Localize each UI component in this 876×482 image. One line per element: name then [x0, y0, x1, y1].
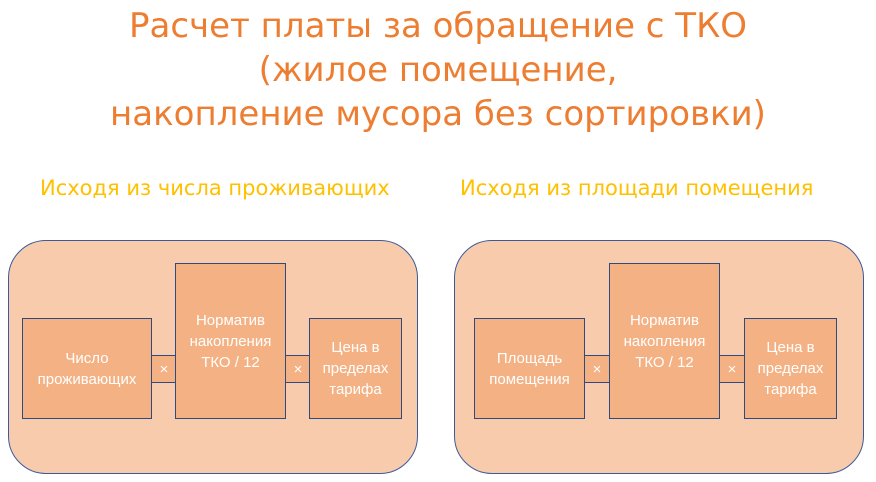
- multiply-operator: ×: [584, 355, 610, 383]
- page-title: Расчет платы за обращение с ТКО (жилое п…: [0, 4, 876, 136]
- section-heading-area: Исходя из площади помещения: [460, 176, 814, 200]
- box-accumulation-norm: Норматив накопления ТКО / 12: [609, 263, 720, 419]
- box-tariff-price-label: Цена в пределах тарифа: [757, 339, 824, 398]
- multiply-operator: ×: [285, 355, 311, 383]
- box-residents-count: Число проживающих: [22, 318, 152, 419]
- box-tariff-price: Цена в пределах тарифа: [309, 318, 402, 419]
- box-tariff-price: Цена в пределах тарифа: [744, 318, 837, 419]
- section-heading-residents: Исходя из числа проживающих: [40, 176, 390, 200]
- box-premises-area: Площадь помещения: [474, 318, 585, 419]
- box-accumulation-norm-label: Норматив накопления ТКО / 12: [623, 311, 706, 371]
- box-accumulation-norm: Норматив накопления ТКО / 12: [175, 263, 286, 419]
- title-line-2: (жилое помещение,: [258, 50, 618, 90]
- multiply-operator: ×: [719, 355, 745, 383]
- multiply-operator: ×: [151, 355, 177, 383]
- multiply-sign: ×: [159, 360, 169, 378]
- panel-residents: Число проживающих × Норматив накопления …: [8, 240, 418, 474]
- box-tariff-price-label: Цена в пределах тарифа: [322, 339, 389, 398]
- box-premises-area-label: Площадь помещения: [489, 349, 570, 388]
- box-accumulation-norm-label: Норматив накопления ТКО / 12: [189, 311, 272, 371]
- multiply-sign: ×: [727, 360, 737, 378]
- title-line-1: Расчет платы за обращение с ТКО: [129, 6, 747, 46]
- box-residents-count-label: Число проживающих: [37, 349, 137, 388]
- panel-area: Площадь помещения × Норматив накопления …: [454, 240, 864, 474]
- multiply-sign: ×: [592, 360, 602, 378]
- title-line-3: накопление мусора без сортировки): [110, 94, 766, 134]
- multiply-sign: ×: [293, 360, 303, 378]
